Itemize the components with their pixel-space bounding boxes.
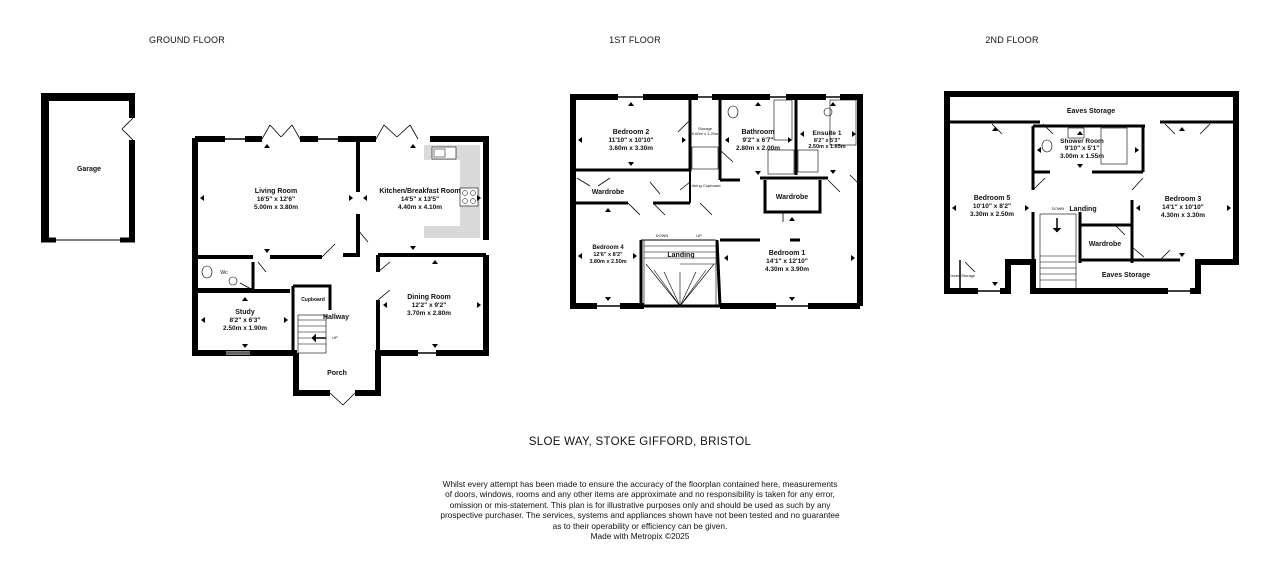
up-label-ground: UP [332, 335, 338, 340]
bathroom-label: Bathroom [741, 129, 774, 136]
second-floor-plan [944, 91, 1239, 294]
disclaimer-credit: Made with Metropix ©2025 [590, 531, 690, 542]
dining-room-metric: 3.70m x 2.80m [407, 310, 451, 317]
ground-stairs [297, 314, 327, 354]
property-address: SLOE WAY, STOKE GIFFORD, BRISTOL [528, 436, 752, 448]
up-label-first: UP [696, 233, 702, 238]
bathroom-metric: 2.80m x 2.00m [736, 145, 780, 152]
bedroom1-imperial: 14'1" x 12'10" [766, 258, 808, 265]
disclaimer-line: Whilst every attempt has been made to en… [442, 479, 838, 489]
eaves-storage-top-label: Eaves Storage [1067, 108, 1115, 115]
ensuite-metric: 2.50m x 1.65m [808, 144, 845, 150]
landing1-label: Landing [667, 252, 694, 259]
bedroom4-imperial: 12'6" x 8'2" [593, 252, 623, 258]
wc-label: Wc [220, 270, 228, 276]
dining-room-label: Dining Room [407, 294, 451, 301]
airing-cupboard-label: Airing Cupboard [692, 183, 721, 188]
second-stairs [1039, 213, 1077, 291]
wardrobe-b1-label: Wardrobe [776, 194, 809, 201]
bedroom2-imperial: 11'10" x 10'10" [608, 137, 653, 144]
disclaimer-line: prospective purchaser. The services, sys… [440, 510, 840, 521]
ensuite-label: Ensuite 1 [813, 130, 842, 137]
first-doors [576, 119, 861, 222]
disclaimer: Whilst every attempt has been made to en… [400, 479, 880, 541]
first-dimension-arrows [578, 102, 856, 301]
dining-room-imperial: 12'2" x 9'2" [412, 302, 447, 309]
second-outer-walls [944, 91, 1239, 294]
bathroom-imperial: 9'2" x 6'7" [743, 137, 774, 144]
garage-walls [41, 93, 135, 243]
wardrobe-2f-label: Wardrobe [1089, 241, 1122, 248]
ground-doors [239, 124, 419, 406]
first-outer-walls [570, 94, 863, 309]
bedroom3-label: Bedroom 3 [1165, 196, 1202, 203]
living-room-label: Living Room [255, 188, 297, 195]
kitchen-units [424, 145, 480, 238]
study-imperial: 8'2" x 6'3" [230, 317, 261, 324]
shower-room-metric: 3.00m x 1.55m [1060, 153, 1104, 160]
first-stairs [643, 239, 717, 307]
first-floor-title: 1ST FLOOR [609, 35, 661, 45]
second-floor-title: 2ND FLOOR [985, 35, 1039, 45]
disclaimer-line: of doors, windows, rooms and any other i… [445, 489, 835, 500]
living-room-imperial: 16'5" x 12'6" [257, 196, 295, 203]
eaves-storage-bottom-label: Eaves Storage [1102, 272, 1150, 279]
second-shower-fixtures [1041, 127, 1128, 165]
wardrobe-b2-label: Wardrobe [592, 189, 625, 196]
wc-fixtures [201, 265, 238, 286]
bedroom4-label: Bedroom 4 [592, 245, 624, 251]
shower-room-imperial: 9'10" x 5'1" [1065, 145, 1100, 152]
ground-floor-title: GROUND FLOOR [149, 35, 225, 45]
ground-outer-walls [192, 136, 489, 396]
living-room-metric: 5.00m x 3.80m [254, 204, 298, 211]
disclaimer-line: omission or mis-statement. This plan is … [449, 499, 831, 510]
second-doors [964, 123, 1211, 273]
bedroom5-label: Bedroom 5 [974, 195, 1011, 202]
first-internal-walls [575, 97, 828, 307]
study-label: Study [235, 309, 255, 316]
bedroom3-imperial: 14'1" x 10'10" [1162, 204, 1204, 211]
ground-floor-plan [41, 93, 489, 406]
cupboard-label: Cupboard [301, 297, 325, 303]
shower-room-label: Shower Room [1060, 138, 1104, 145]
eaves-storage-small-label: Eaves Storage [949, 273, 976, 278]
storage-small-label: Storage [698, 126, 713, 131]
study-metric: 2.50m x 1.90m [223, 325, 267, 332]
storage-small-dims: 0.60m x 1.20m [692, 131, 719, 136]
second-internal-walls [950, 120, 1233, 291]
first-bathroom-fixtures [691, 99, 857, 175]
landing2-label: Landing [1069, 206, 1096, 213]
bedroom1-label: Bedroom 1 [769, 250, 806, 257]
ground-internal-walls [198, 139, 486, 353]
bedroom2-metric: 3.60m x 3.30m [609, 145, 653, 152]
disclaimer-line: as to their operability or efficiency ca… [552, 520, 728, 531]
bedroom4-metric: 3.80m x 2.50m [589, 259, 626, 265]
down-label-second: DOWN [1052, 206, 1065, 211]
kitchen-metric: 4.40m x 4.10m [398, 204, 442, 211]
bedroom5-imperial: 10'10" x 8'2" [973, 203, 1011, 210]
second-dimension-arrows [952, 127, 1231, 286]
bedroom1-metric: 4.30m x 3.90m [765, 266, 809, 273]
ground-dimension-arrows [200, 144, 481, 348]
bedroom2-label: Bedroom 2 [613, 129, 650, 136]
kitchen-imperial: 14'5" x 13'5" [401, 196, 439, 203]
ensuite-imperial: 8'2" x 5'3" [814, 138, 841, 144]
bedroom5-metric: 3.30m x 2.50m [970, 211, 1014, 218]
porch-label: Porch [327, 370, 347, 377]
down-label-first: DOWN [656, 233, 669, 238]
garage-label: Garage [77, 166, 101, 173]
hallway-label: Hallway [323, 314, 349, 321]
kitchen-label: Kitchen/Breakfast Room [379, 188, 460, 195]
first-floor-plan [570, 94, 863, 309]
bedroom3-metric: 4.30m x 3.30m [1161, 212, 1205, 219]
